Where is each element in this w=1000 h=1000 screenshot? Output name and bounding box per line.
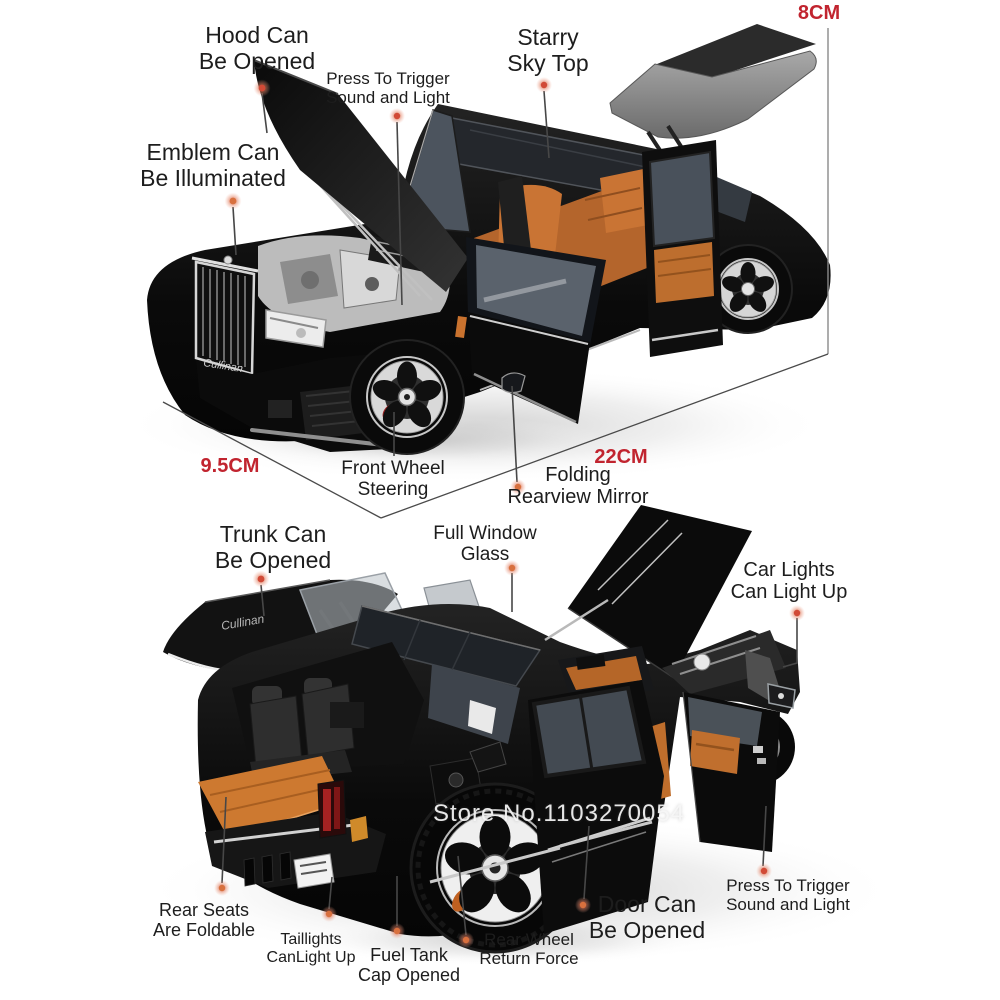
pointer-line-taillights — [328, 876, 333, 910]
pointer-dot — [224, 192, 242, 210]
watermark-store-no: Store No.1103270054 — [433, 800, 686, 827]
bottom-front-fender — [745, 650, 796, 709]
label-full-window-glass: Full Window Glass — [433, 523, 537, 566]
pointer-dot — [536, 77, 552, 93]
side-marker-orange — [455, 316, 467, 339]
label-rear-seats-foldable: Rear Seats Are Foldable — [152, 900, 256, 941]
dim-line-length-22cm — [380, 353, 829, 519]
pointer-line-trunk — [260, 584, 265, 617]
pointer-line-emblem — [232, 206, 237, 256]
hood-open-panel — [254, 60, 468, 292]
taillight — [317, 779, 368, 842]
label-door-can-be-opened: Door Can Be Opened — [588, 891, 706, 943]
bottom-side-window — [428, 664, 520, 744]
pointer-dots — [214, 77, 805, 948]
top-front-wheel — [349, 339, 465, 455]
top-headlight — [265, 309, 327, 348]
pointer-dot — [789, 605, 805, 621]
label-rear-wheel-return: Rear Wheel Return Force — [479, 930, 579, 969]
pointer-line-folding-mirror — [511, 385, 518, 483]
label-emblem-illuminated: Emblem Can Be Illuminated — [140, 139, 286, 191]
pointer-dot — [253, 79, 271, 97]
pointer-line-car-lights — [782, 618, 798, 668]
pointer-dot — [321, 906, 337, 922]
pointer-line-hood — [261, 92, 268, 134]
dim-width-9-5cm: 9.5CM — [200, 455, 260, 477]
dim-length-22cm: 22CM — [594, 446, 648, 468]
pointer-line-door — [583, 825, 590, 900]
top-tailgate-spoiler — [652, 24, 816, 78]
pointer-line-press-top — [396, 121, 403, 306]
pointer-dot — [389, 108, 405, 124]
folding-rearview-mirror-part — [501, 372, 526, 394]
label-press-sound-light-bottom: Press To Trigger Sound and Light — [726, 876, 850, 915]
bottom-hood-open — [567, 505, 752, 679]
pointer-line-rear-wheel — [457, 855, 467, 936]
pointer-dot — [214, 880, 230, 896]
bottom-car-photo: Cullinan — [140, 505, 900, 966]
engine-bay — [258, 235, 458, 332]
bottom-open-rear-door — [528, 680, 664, 934]
front-grille — [191, 256, 259, 376]
hood-emblem — [223, 255, 233, 265]
label-front-wheel-steering: Front Wheel Steering — [341, 458, 445, 501]
pointer-dot — [389, 923, 405, 939]
pointer-dot — [504, 560, 520, 576]
bottom-engine-bay — [544, 598, 786, 694]
top-car-photo: Cullinan — [120, 24, 831, 483]
label-hood-can-be-opened: Hood Can Be Opened — [198, 22, 316, 74]
pointer-dot — [510, 479, 526, 495]
pointer-dot — [756, 863, 772, 879]
top-rear-wheel — [703, 244, 793, 334]
dimension-lines — [162, 28, 829, 519]
bottom-open-front-door — [682, 691, 780, 852]
label-car-lights: Car Lights Can Light Up — [730, 559, 848, 604]
label-taillights: Taillights CanLight Up — [266, 931, 356, 966]
rocker-chrome — [429, 820, 653, 884]
pointer-line-rear-seats — [221, 796, 227, 884]
label-press-sound-light-top: Press To Trigger Sound and Light — [326, 69, 450, 108]
pointer-dot — [458, 932, 474, 948]
label-starry-sky-top: Starry Sky Top — [507, 24, 589, 76]
top-open-rear-door — [642, 140, 723, 357]
pointer-dot — [252, 570, 270, 588]
pointer-lines — [221, 90, 798, 936]
label-trunk-can-be-opened: Trunk Can Be Opened — [214, 521, 332, 573]
top-tailgate-panel — [609, 50, 817, 139]
pointer-line-press-bottom — [762, 805, 767, 867]
dim-line-width-9-5cm — [162, 401, 382, 519]
pointer-dot — [575, 897, 591, 913]
dim-height-8cm: 8CM — [797, 2, 841, 24]
label-fuel-tank-cap: Fuel Tank Cap Opened — [357, 945, 461, 986]
top-open-front-door — [466, 237, 606, 424]
label-folding-rearview-mirror: Folding Rearview Mirror — [507, 464, 649, 509]
pointer-line-starry — [543, 90, 550, 159]
